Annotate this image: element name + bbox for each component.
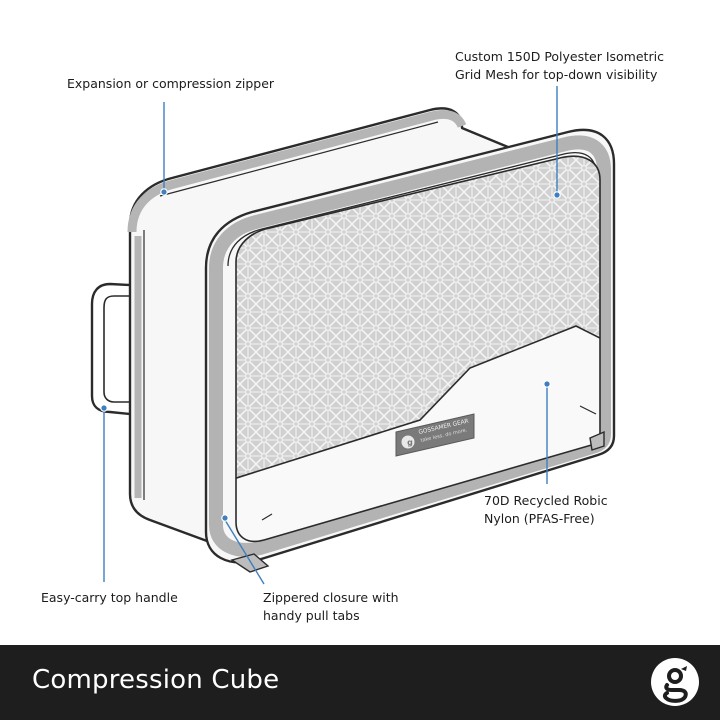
callout-zippered-closure: Zippered closure with handy pull tabs: [263, 589, 399, 625]
zipper-pull-tab-side: [589, 430, 605, 451]
callout-compression-zipper: Expansion or compression zipper: [67, 75, 274, 93]
callout-robic-nylon: 70D Recycled Robic Nylon (PFAS-Free): [484, 492, 608, 528]
footer-bar: Compression Cube: [0, 645, 720, 720]
product-title: Compression Cube: [32, 665, 280, 695]
callout-nylon-line1: 70D Recycled Robic: [484, 493, 608, 508]
callout-closure-line1: Zippered closure with: [263, 590, 399, 605]
callout-nylon-line2: Nylon (PFAS-Free): [484, 511, 595, 526]
callout-top-handle: Easy-carry top handle: [41, 589, 178, 607]
svg-text:g: g: [407, 438, 413, 447]
callout-closure-line2: handy pull tabs: [263, 608, 360, 623]
carry-handle: [90, 282, 131, 416]
callout-grid-mesh: Custom 150D Polyester Isometric Grid Mes…: [455, 48, 664, 84]
callout-leaders: [100, 86, 561, 585]
callout-zipper-text: Expansion or compression zipper: [67, 76, 275, 91]
gossamer-gear-g-logo-icon: [651, 658, 699, 706]
callout-handle-text: Easy-carry top handle: [41, 590, 178, 605]
brand-label-patch: g GOSSAMER GEAR take less. do more.: [395, 413, 475, 457]
brand-g-icon: [401, 435, 415, 449]
compression-zipper-band: [127, 109, 467, 233]
callout-mesh-line2: Grid Mesh for top-down visibility: [455, 67, 658, 82]
callout-mesh-line1: Custom 150D Polyester Isometric: [455, 49, 664, 64]
